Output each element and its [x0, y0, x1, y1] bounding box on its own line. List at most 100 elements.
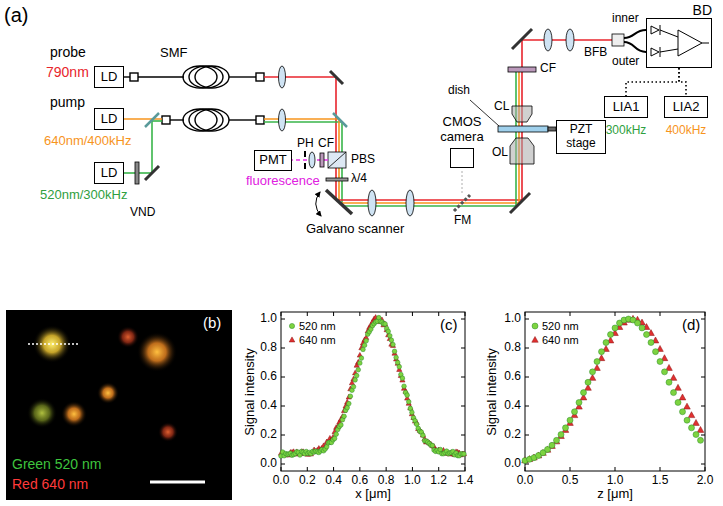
- tick-label: 0.0: [260, 457, 277, 471]
- camera-box: CMOS camera: [432, 114, 492, 168]
- optical-element: [330, 71, 343, 84]
- part-label: CL: [494, 100, 509, 114]
- tick-label: 0.6: [504, 370, 521, 384]
- optical-element: [309, 152, 315, 168]
- node-label: BD: [646, 2, 712, 18]
- data-point: [334, 432, 339, 437]
- axis-tick: [307, 467, 308, 471]
- axis-tick: [570, 467, 571, 471]
- panel-letter: (a): [4, 4, 28, 27]
- optical-element: [145, 113, 159, 127]
- data-point: [589, 374, 596, 380]
- microscope-image: [28, 343, 78, 345]
- data-point: [353, 378, 358, 383]
- microscope-image: [6, 310, 232, 500]
- data-point: [462, 452, 467, 457]
- optical-element: [624, 30, 646, 38]
- data-point: [679, 394, 686, 400]
- axis-tick: [705, 467, 706, 471]
- data-point: [608, 332, 614, 338]
- detector-circuit: [660, 49, 678, 52]
- axis-tick: [412, 312, 413, 316]
- laser-diode-box: LD: [94, 108, 124, 130]
- pump-fiber: [195, 109, 229, 131]
- axis-tick: [701, 348, 705, 349]
- stage-box: PZT stage: [556, 120, 606, 154]
- axis-tick: [461, 377, 465, 378]
- data-point: [406, 400, 411, 405]
- axis-tick: [701, 435, 705, 436]
- probe-fiber: [124, 76, 130, 77]
- microscope-image: [97, 382, 119, 404]
- axis-tick: [438, 312, 439, 316]
- data-point: [438, 447, 443, 452]
- tick-label: 0.4: [504, 399, 521, 413]
- tick-label: 0.0: [273, 474, 290, 488]
- data-point: [397, 364, 402, 369]
- optical-element: [624, 42, 646, 52]
- data-point: [391, 342, 396, 347]
- laser-diode-box: LD: [94, 162, 124, 184]
- tick-label: 0.2: [260, 428, 277, 442]
- axis-tick: [525, 348, 529, 349]
- axis-tick: [461, 319, 465, 320]
- detector-circuit: [651, 48, 659, 56]
- tick-label: 0.8: [260, 341, 277, 355]
- data-point: [590, 369, 596, 375]
- data-point: [648, 340, 654, 346]
- data-point: [567, 417, 573, 423]
- optical-element: [548, 127, 556, 131]
- laser-beam: [124, 118, 162, 120]
- axis-tick: [525, 406, 529, 407]
- data-point: [351, 384, 356, 389]
- optical-element: [279, 66, 286, 88]
- node-label: PMT: [259, 153, 286, 168]
- node-label: PZT stage: [559, 123, 603, 151]
- laser-beam: [124, 40, 612, 206]
- data-point: [394, 355, 399, 360]
- tick-label: 0.4: [260, 399, 277, 413]
- data-point: [348, 394, 353, 399]
- microscope-image: [117, 326, 139, 348]
- microscope-image: [6, 310, 232, 500]
- tick-label: 1.4: [457, 474, 474, 488]
- legend-label: 640 nm: [299, 334, 336, 347]
- data-point: [383, 322, 388, 327]
- axis-tick: [281, 435, 285, 436]
- part-label: PH: [297, 137, 314, 151]
- axis-tick: [461, 464, 465, 465]
- axis-tick: [525, 319, 529, 320]
- part-label: FM: [454, 214, 471, 228]
- pump-fiber: [162, 116, 170, 124]
- detector-circuit: [702, 43, 709, 44]
- pump-fiber: [170, 119, 184, 120]
- axis-tick: [525, 467, 526, 471]
- optical-element: [304, 151, 306, 157]
- probe-fiber: [195, 66, 229, 88]
- laser-beam: [339, 202, 519, 204]
- detector-box: BD: [646, 2, 712, 68]
- axis-title: Signal intensity: [485, 348, 500, 435]
- part-label: CF: [540, 62, 556, 76]
- part-label: BFB: [584, 46, 607, 60]
- data-point: [362, 343, 367, 348]
- laser-beam: [264, 121, 342, 123]
- axis-tick: [307, 312, 308, 316]
- part-label: OL: [492, 146, 508, 160]
- node-label: LD: [101, 166, 118, 181]
- axis-tick: [461, 435, 465, 436]
- data-point: [356, 367, 361, 372]
- axis-tick: [465, 312, 466, 316]
- signal-connector: [626, 68, 679, 96]
- data-point: [675, 384, 682, 390]
- channel-label: Red 640 nm: [12, 476, 88, 492]
- microscope-image: [158, 422, 178, 442]
- axis-tick: [281, 464, 285, 465]
- data-point: [653, 349, 659, 355]
- tick-label: 0.5: [562, 474, 579, 488]
- data-point: [603, 340, 609, 346]
- optical-element: [304, 163, 306, 169]
- node-label: LD: [101, 70, 118, 85]
- data-point: [666, 379, 672, 385]
- tick-label: 1.2: [430, 474, 447, 488]
